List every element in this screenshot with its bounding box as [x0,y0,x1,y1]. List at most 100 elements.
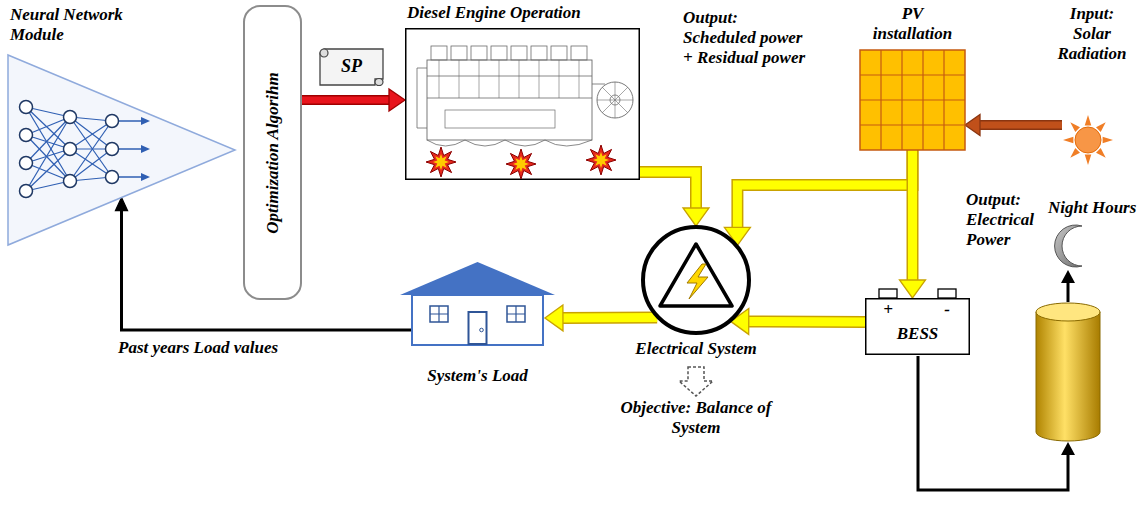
setpoint-scroll: SP [318,45,385,87]
cylinder-head [451,46,467,60]
output-note: Output: Electrical Power [966,190,1048,250]
engine-title: Diesel Engine Operation [407,3,677,23]
flow-arrow [965,115,1062,136]
battery-terminal [879,289,897,298]
output-note: Output: Scheduled power + Residual power [683,8,811,68]
house-door [469,312,487,344]
system-ring [643,227,749,333]
engine-fan [597,82,633,118]
sun-ray [1103,137,1113,144]
cylinder-top [1036,303,1100,321]
engine-line [445,110,555,128]
text-holder: Output: Electrical Power [966,190,1048,250]
flow-arrow [545,305,657,331]
arrowhead [965,115,980,136]
text-holder: - [938,300,956,320]
engine-line [439,60,440,98]
neuron [106,171,119,184]
arrow-outline [979,120,1062,130]
arrow-shaft [302,97,390,104]
arrow-shaft [640,172,696,209]
engine-line [559,60,560,98]
text-holder: PV installation [865,4,960,44]
network-triangle [8,55,235,245]
battery-box: +-BESS [865,298,970,355]
wire-arrowhead [1061,270,1075,283]
pv-panel: PV installation [860,50,965,150]
night-wire [1067,282,1070,302]
window-bar [507,306,525,322]
arrow-shaft [562,313,657,322]
input-title: Input: Solar Radiation [1054,4,1130,64]
explosion-star [426,147,456,177]
arrow-shaft [908,150,917,281]
cylinder-head [531,46,547,60]
house-load: System's Load [400,262,555,345]
text-holder: Output: Scheduled power + Residual power [683,8,811,68]
arrow-outline [302,95,390,105]
engine-line [427,76,592,77]
house-window [430,306,448,322]
text-holder: Input: Solar Radiation [1054,4,1130,64]
engine-box: Diesel Engine Operation [405,28,640,180]
engine-block [427,60,592,140]
house-wall [412,295,543,345]
flow-arrow [640,172,709,226]
arrowhead [545,305,563,331]
neural-network-module: Neural Network Module [8,55,235,245]
network-link [26,149,70,191]
sun-disc [1075,127,1101,153]
explosion-star [433,154,449,170]
neuron [64,143,77,156]
arrow-shaft [748,317,865,327]
cylinder-head [431,46,447,60]
battery-body [866,299,970,355]
arrowhead [683,208,709,226]
house-roof [400,262,555,295]
objective-arrow [679,367,713,396]
explosion-star [506,149,536,179]
flow-arrow [731,308,865,334]
arrow-outline [748,315,865,328]
explosion-star [593,152,609,168]
text-holder: SP [318,45,385,87]
text-holder: Past years Load values [118,338,388,358]
text-holder: Diesel Engine Operation [407,3,677,23]
pv-cell-line [860,99,965,100]
cylinder-head [471,46,487,60]
arrow-outline [737,150,912,228]
engine-line [519,60,520,98]
engine-line [427,98,592,99]
rounded-box [244,6,301,299]
shape-outline [860,50,965,150]
arrow-shaft [737,150,912,228]
arrow-outline [907,150,919,281]
neuron [64,111,77,124]
network-arrowhead [141,173,150,181]
text-holder: BESS [865,324,970,344]
arrow-shaft [979,121,1062,128]
cylinder-head [511,46,527,60]
engine-line [579,60,580,98]
scroll-curl [320,49,328,57]
engine-line [499,60,500,98]
neuron [106,115,119,128]
flow-arrow [724,150,912,245]
network-link [26,135,70,181]
arrow-outline [562,312,657,324]
pv-panel-face [860,50,965,150]
door-knob [480,328,484,332]
edge-label: Past years Load values [118,338,388,358]
neuron [20,157,33,170]
warning-triangle [660,244,732,306]
engine-line [539,60,540,98]
neuron [20,129,33,142]
shape-outline [400,262,555,345]
lightning-bolt [687,264,708,299]
pv-title: PV installation [865,4,960,44]
moon-icon [1055,225,1082,267]
shape-outline [1062,114,1114,166]
scroll-curl [375,79,383,86]
